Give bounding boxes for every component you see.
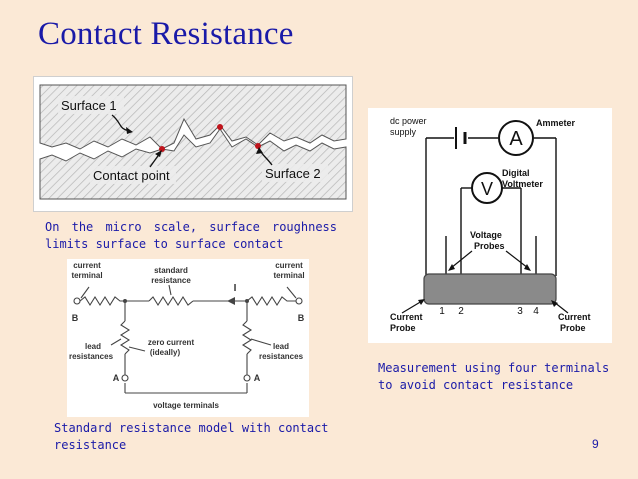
terminal-4-label: 4: [533, 306, 539, 317]
current-terminal-right-label-2: terminal: [273, 271, 304, 280]
terminal-1-label: 1: [439, 306, 445, 317]
contact-point-marker: [217, 124, 223, 130]
lead-resistance-right-label: lead: [273, 342, 289, 351]
standard-resistance-label-2: resistance: [151, 276, 191, 285]
lead-resistance-right-label-2: resistances: [259, 352, 304, 361]
contact-point-marker: [159, 146, 165, 152]
probes-label: Probes: [474, 241, 505, 251]
resistance-model-figure: current terminal current terminal standa…: [67, 259, 309, 417]
voltage-label: Voltage: [470, 230, 502, 240]
surface-caption: On the micro scale, surface roughness li…: [45, 220, 337, 251]
digital-label: Digital: [502, 168, 530, 178]
voltage-terminals-label: voltage terminals: [153, 401, 219, 410]
power-label: dc power: [390, 116, 427, 126]
current-symbol: I: [234, 283, 237, 294]
current-probe-right-label: Current: [558, 312, 591, 322]
current-terminal-right-label: current: [275, 261, 303, 270]
slide-title: Contact Resistance: [38, 16, 294, 52]
surface1-label: Surface 1: [61, 98, 117, 113]
zero-current-label: zero current: [148, 338, 195, 347]
upper-surface-block: [39, 84, 347, 150]
four-terminal-caption: Measurement using four terminals to avoi…: [378, 361, 610, 392]
ammeter-label: Ammeter: [536, 118, 576, 128]
node-b-left-label: B: [72, 313, 79, 323]
standard-resistance-label: standard: [154, 266, 188, 275]
surface-roughness-figure: Surface 1 Contact point Surface 2: [33, 76, 353, 212]
node-a-right-label: A: [254, 373, 261, 383]
node-a-left-label: A: [113, 373, 120, 383]
node-b-right-label: B: [298, 313, 305, 323]
supply-label: supply: [390, 127, 417, 137]
terminal-3-label: 3: [517, 306, 523, 317]
current-probe-right-label-2: Probe: [560, 323, 586, 333]
four-terminal-figure: dc power supply Ammeter Digital Voltmete…: [368, 108, 612, 343]
model-caption: Standard resistance model with contact r…: [54, 421, 329, 452]
lead-resistance-left-label: lead: [85, 342, 101, 351]
page-number: 9: [592, 437, 599, 451]
sample-bar: [423, 273, 557, 305]
voltmeter-label: Voltmeter: [502, 179, 543, 189]
ammeter-symbol: A: [509, 128, 523, 150]
current-terminal-left-label: current: [73, 261, 101, 270]
current-probe-left-label: Current: [390, 312, 423, 322]
contact-point-label: Contact point: [93, 168, 170, 183]
terminal-2-label: 2: [458, 306, 464, 317]
voltmeter-symbol: V: [481, 179, 493, 199]
current-probe-left-label-2: Probe: [390, 323, 416, 333]
lead-resistance-left-label-2: resistances: [69, 352, 114, 361]
zero-current-label-2: (ideally): [150, 348, 181, 357]
current-terminal-left-label-2: terminal: [71, 271, 102, 280]
surface2-label: Surface 2: [265, 166, 321, 181]
contact-point-marker: [255, 143, 261, 149]
